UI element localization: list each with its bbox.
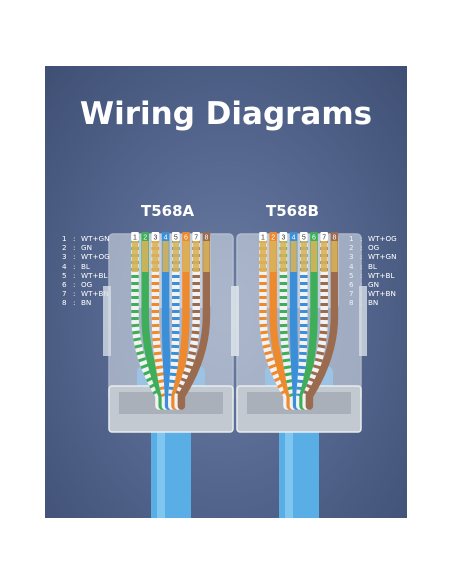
pin-number: 7 <box>194 234 198 241</box>
pin-number: 2 <box>271 234 275 241</box>
legend-row: 8:BN <box>62 298 92 308</box>
pin-badge <box>289 232 298 241</box>
wire-stripe <box>279 240 298 397</box>
gold-contact <box>162 238 169 272</box>
cable-highlight <box>157 416 165 518</box>
pin-number: 8 <box>332 234 336 241</box>
wire-stripe <box>302 240 328 398</box>
pin-badge <box>259 232 267 241</box>
pin-badge <box>161 232 170 241</box>
cable-highlight <box>285 416 293 518</box>
pin-badge <box>330 232 339 241</box>
wiring-diagram-panel: Wiring Diagrams T568A T568B 1:WT+GN 2:GN… <box>45 66 407 518</box>
pin-badge <box>192 232 200 241</box>
gold-contact <box>142 238 149 272</box>
pin-number: 1 <box>133 234 137 241</box>
pin-number: 2 <box>143 234 147 241</box>
pin-badge <box>320 232 328 241</box>
pin-number: 4 <box>164 234 168 241</box>
gold-contact <box>152 238 159 272</box>
pin-number: 6 <box>184 234 188 241</box>
pin-badge <box>202 232 211 241</box>
t568a-legend: 1:WT+GN 2:GN 3:WT+OG 4:BL 5:WT+BL 6:OG 7… <box>62 234 110 308</box>
wire-stripe <box>168 240 180 397</box>
legend-row: 7:WT+BN <box>62 289 109 299</box>
gold-contact <box>203 238 210 272</box>
pin-number: 8 <box>204 234 208 241</box>
latch-left <box>103 286 111 356</box>
contact-block <box>131 234 211 308</box>
legend-row: 4:BL <box>62 261 90 271</box>
legend-row: 5:WT+BL <box>62 270 108 280</box>
legend-row: 6:OG <box>62 280 93 290</box>
pin-number: 3 <box>281 234 285 241</box>
pin-badge <box>141 232 149 241</box>
gold-contact <box>280 238 287 272</box>
pin-badge <box>151 232 160 241</box>
wire <box>305 236 339 410</box>
gold-contact <box>172 238 179 272</box>
gold-contact <box>131 238 139 272</box>
gold-contact <box>331 238 338 272</box>
legend-row: 3:WT+OG <box>62 252 110 262</box>
wire <box>177 236 211 410</box>
pin-number: 1 <box>261 234 265 241</box>
pin-badge <box>310 232 318 241</box>
pin-badge <box>269 232 277 241</box>
gold-contact <box>310 238 318 272</box>
wire-stripe <box>131 240 163 398</box>
pin-number: 3 <box>153 234 157 241</box>
wire-stripe <box>151 240 170 397</box>
pin-badge <box>172 232 180 241</box>
pin-number: 7 <box>322 234 326 241</box>
gold-contact <box>300 238 307 272</box>
legend-row: 1:WT+GN <box>62 234 110 243</box>
pin-badge <box>131 232 139 241</box>
pin-badge <box>279 232 288 241</box>
legend-row: 2:GN <box>62 243 92 253</box>
pin-badge <box>182 232 190 241</box>
gold-contact <box>259 238 267 272</box>
pin-number: 5 <box>174 234 178 241</box>
page-title: Wiring Diagrams <box>79 96 373 132</box>
gold-contact <box>321 238 328 272</box>
wire-stripe <box>174 240 200 398</box>
gold-contact <box>270 238 277 272</box>
pin-number: 5 <box>302 234 306 241</box>
contact-block <box>259 234 339 308</box>
t568b-title: T568B <box>266 202 319 220</box>
pin-number: 4 <box>292 234 296 241</box>
gold-contact <box>290 238 297 272</box>
t568a-title: T568A <box>141 202 195 220</box>
wire-stripe <box>259 240 291 398</box>
latch-right <box>359 286 367 356</box>
pin-badge <box>300 232 308 241</box>
gold-contact <box>182 238 190 272</box>
gold-contact <box>193 238 200 272</box>
latch-left <box>231 286 239 356</box>
wire-stripe <box>296 240 308 397</box>
pin-number: 6 <box>312 234 316 241</box>
